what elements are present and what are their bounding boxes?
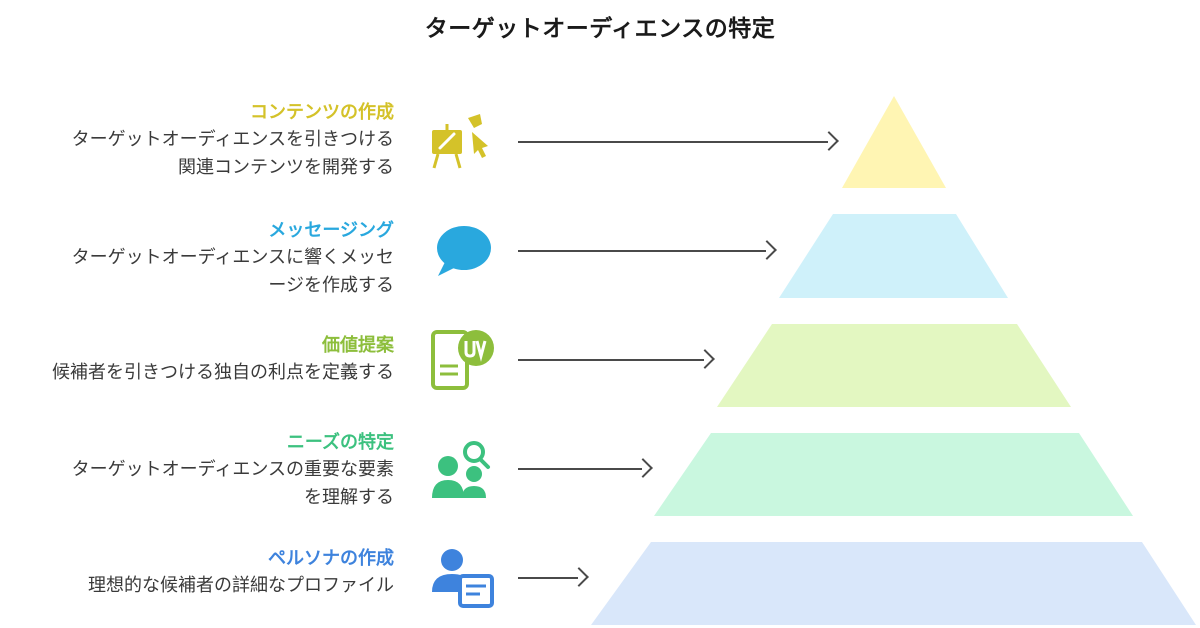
level-heading: 価値提案 xyxy=(322,335,394,356)
pyramid-level-3 xyxy=(717,324,1071,407)
level-description-line: ターゲットオーディエンスに響くメッセ xyxy=(71,247,394,268)
level-description-line: ターゲットオーディエンスを引きつける xyxy=(71,129,394,150)
level-heading: ペルソナの作成 xyxy=(268,548,394,569)
level-heading: メッセージング xyxy=(268,220,394,241)
level-description-line: 候補者を引きつける独自の利点を定義する xyxy=(52,362,394,383)
level-heading: ニーズの特定 xyxy=(286,432,394,453)
level-description-line: ターゲットオーディエンスの重要な要素 xyxy=(71,459,394,480)
level-label-content-creation: コンテンツの作成 ターゲットオーディエンスを引きつける 関連コンテンツを開発する xyxy=(0,100,394,182)
arrow-level-5 xyxy=(518,567,589,588)
people-search-icon xyxy=(430,438,494,502)
arrow-level-2 xyxy=(518,240,777,261)
level-label-value-proposition: 価値提案 候補者を引きつける独自の利点を定義する xyxy=(0,333,394,387)
level-description-line: 理想的な候補者の詳細なプロファイル xyxy=(88,575,394,596)
pyramid-level-1 xyxy=(842,96,946,188)
level-label-messaging: メッセージング ターゲットオーディエンスに響くメッセ ージを作成する xyxy=(0,218,394,300)
pyramid-level-4 xyxy=(654,433,1133,516)
level-description-line: を理解する xyxy=(304,487,394,508)
pyramid-level-5 xyxy=(591,542,1196,625)
page-title: ターゲットオーディエンスの特定 xyxy=(424,16,776,42)
level-description-line: 関連コンテンツを開発する xyxy=(178,157,394,178)
arrow-level-3 xyxy=(518,349,715,370)
arrow-level-4 xyxy=(518,458,653,479)
speech-bubble-icon xyxy=(430,220,494,284)
person-profile-icon xyxy=(430,546,494,610)
level-label-persona-creation: ペルソナの作成 理想的な候補者の詳細なプロファイル xyxy=(0,546,394,600)
level-heading: コンテンツの作成 xyxy=(250,102,394,123)
presentation-board-icon xyxy=(428,110,492,174)
arrow-level-1 xyxy=(518,131,839,152)
level-label-needs-identification: ニーズの特定 ターゲットオーディエンスの重要な要素 を理解する xyxy=(0,430,394,512)
level-description-line: ージを作成する xyxy=(268,275,394,296)
pyramid-level-2 xyxy=(779,214,1008,298)
uv-document-icon xyxy=(430,326,494,390)
